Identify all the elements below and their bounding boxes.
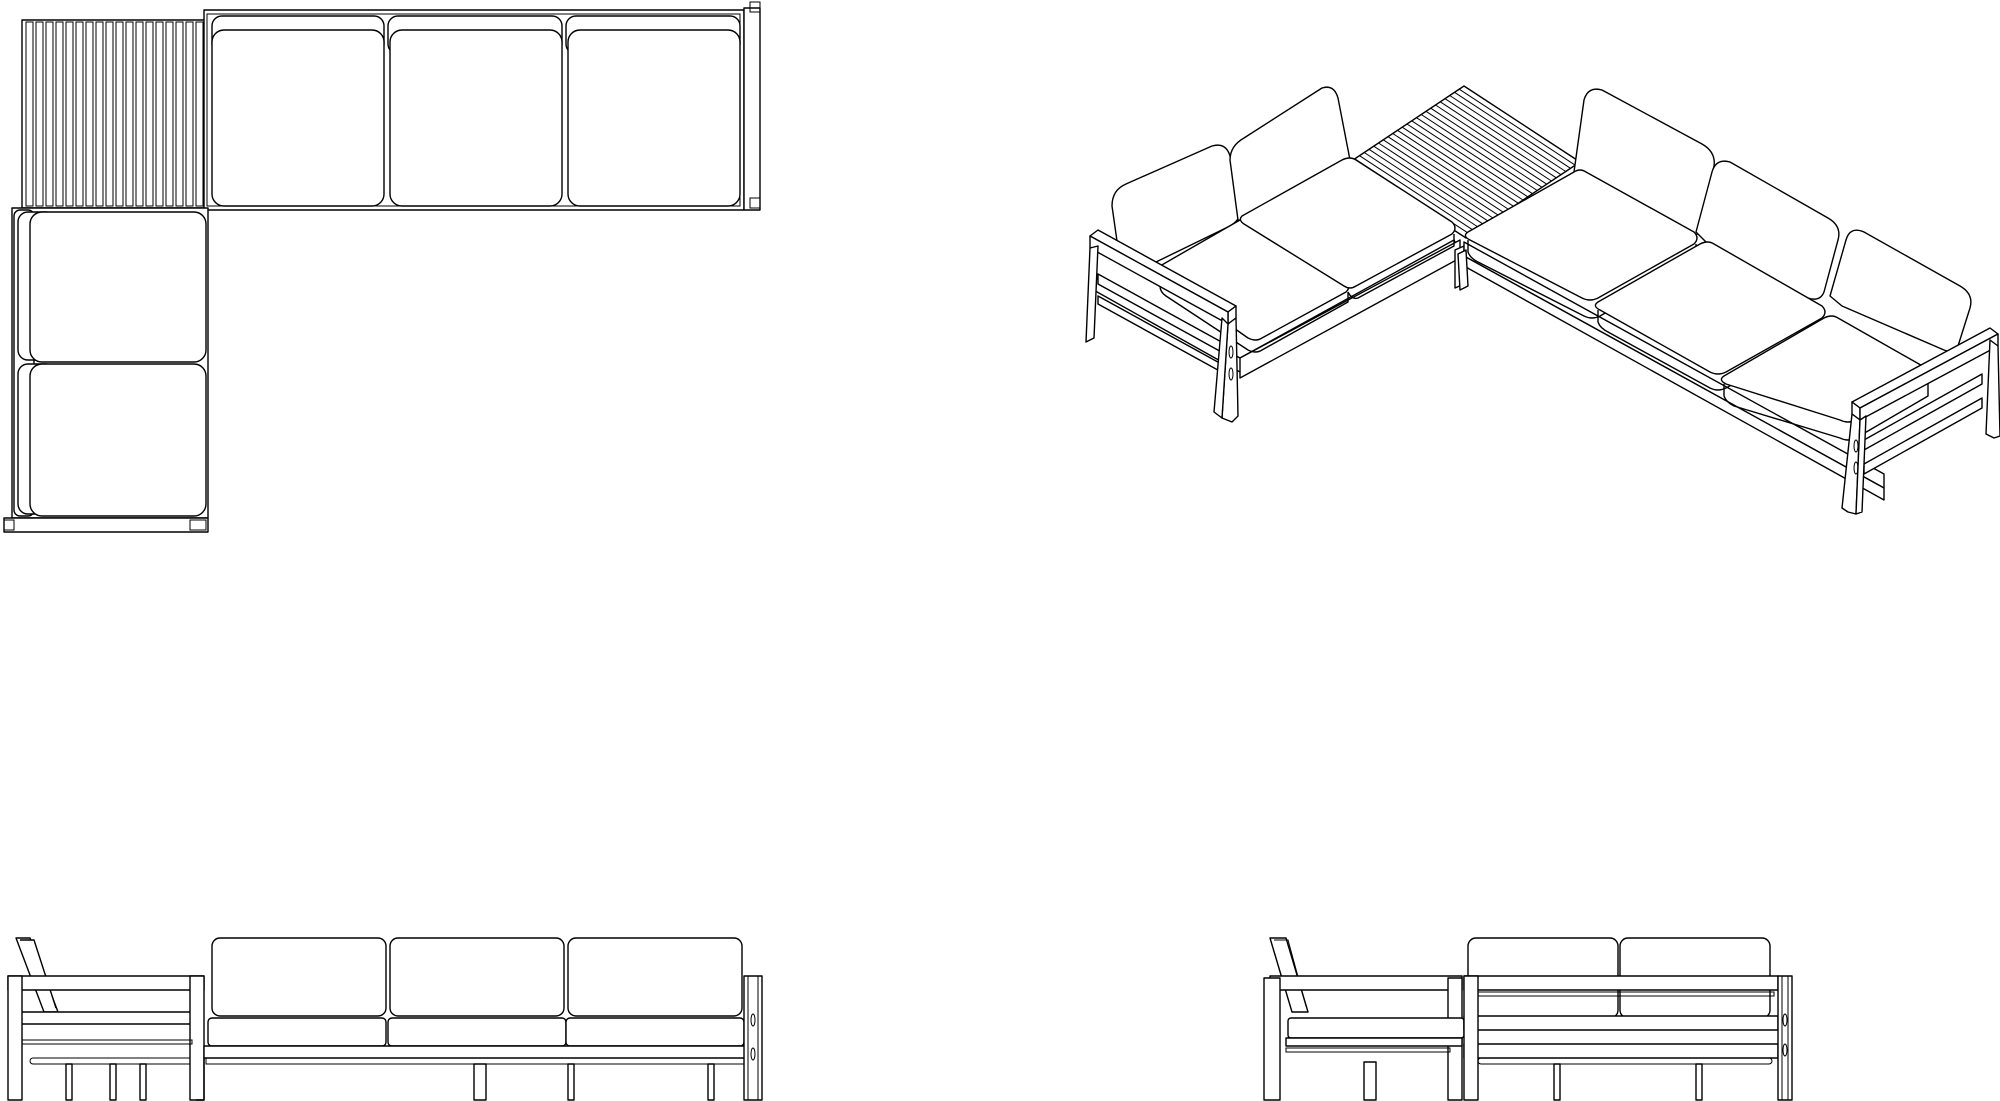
plan-table-slat bbox=[185, 21, 194, 207]
iso-table-slat bbox=[1359, 155, 1476, 233]
iso-table-slat bbox=[1387, 136, 1505, 214]
plan-table-slat bbox=[155, 21, 164, 207]
iso-table-slat bbox=[1454, 91, 1571, 169]
side-left-module bbox=[1263, 937, 1465, 1101]
plan-table-slat bbox=[75, 21, 84, 207]
plan-table-slat bbox=[175, 21, 184, 207]
plan-seat-cushion bbox=[211, 29, 385, 207]
iso-leg bbox=[1841, 413, 1861, 515]
plan-table-slat bbox=[165, 21, 174, 207]
iso-right-section bbox=[1457, 88, 2000, 515]
iso-seat-cushion bbox=[1594, 241, 1826, 375]
iso-table-slat bbox=[1435, 104, 1552, 182]
front-back-cushion bbox=[211, 937, 387, 1017]
iso-back-cushion bbox=[1111, 144, 1241, 263]
plan-table-slat bbox=[55, 21, 64, 207]
plan-short-sofa bbox=[3, 207, 209, 533]
front-leg bbox=[567, 1063, 575, 1101]
iso-back-cushion bbox=[1695, 160, 1840, 300]
front-leg bbox=[139, 1063, 147, 1101]
iso-table-slat bbox=[1439, 101, 1557, 179]
plan-seat-cushion bbox=[29, 211, 207, 363]
front-back-cushion bbox=[389, 937, 565, 1017]
iso-table-slat bbox=[1458, 88, 1576, 166]
front-back-cushion bbox=[567, 937, 743, 1017]
plan-table-slat bbox=[35, 21, 44, 207]
iso-leg bbox=[1457, 249, 1469, 291]
side-leg bbox=[1695, 1063, 1703, 1101]
iso-leg bbox=[1085, 245, 1099, 343]
iso-table-slat bbox=[1411, 120, 1529, 198]
iso-table-slat bbox=[1416, 117, 1533, 195]
front-left-module bbox=[7, 937, 205, 1101]
side-right-module bbox=[1463, 937, 1793, 1101]
plan-seat-cushion bbox=[29, 363, 207, 517]
plan-corner-table bbox=[21, 19, 206, 209]
plan-table-slat bbox=[85, 21, 94, 207]
front-seat-cushion bbox=[565, 1017, 745, 1047]
side-leg bbox=[1363, 1061, 1377, 1101]
iso-seat-cushion bbox=[1239, 157, 1456, 289]
side-elevation bbox=[1263, 937, 1793, 1101]
plan-table-slat bbox=[135, 21, 144, 207]
iso-table-slat bbox=[1378, 142, 1495, 220]
plan-seat-cushion bbox=[567, 29, 741, 207]
plan-long-sofa bbox=[203, 1, 761, 211]
front-seat-cushion bbox=[207, 1017, 387, 1047]
iso-table-slat bbox=[1444, 98, 1562, 176]
iso-table-slat bbox=[1373, 145, 1491, 223]
iso-table-slat bbox=[1382, 139, 1500, 217]
iso-table-slat bbox=[1449, 95, 1567, 172]
plan-table-slat bbox=[25, 21, 34, 207]
plan-table-slat bbox=[195, 21, 204, 207]
front-leg bbox=[109, 1063, 117, 1101]
iso-table-slat bbox=[1368, 148, 1486, 226]
plan-table-slat bbox=[65, 21, 74, 207]
front-leg bbox=[707, 1063, 715, 1101]
iso-table-slat bbox=[1425, 110, 1543, 188]
iso-left-section bbox=[1085, 86, 1465, 423]
iso-table-slat bbox=[1420, 114, 1538, 191]
plan-table-slat bbox=[105, 21, 114, 207]
isometric-view bbox=[1085, 85, 2000, 515]
front-leg bbox=[65, 1063, 73, 1101]
iso-table-slat bbox=[1406, 123, 1524, 201]
iso-corner-table bbox=[1349, 85, 1581, 239]
iso-table-slat bbox=[1430, 107, 1548, 185]
plan-table-slat bbox=[125, 21, 134, 207]
plan-table-slat bbox=[115, 21, 124, 207]
front-leg bbox=[473, 1063, 487, 1101]
iso-leg bbox=[1985, 339, 2000, 439]
iso-seat-cushion bbox=[1464, 169, 1698, 301]
iso-table-slat bbox=[1363, 152, 1481, 229]
iso-table-slat bbox=[1397, 129, 1514, 207]
iso-table-slat bbox=[1392, 133, 1510, 210]
plan-table-slat bbox=[95, 21, 104, 207]
plan-table-slat bbox=[45, 21, 54, 207]
plan-table-slat bbox=[145, 21, 154, 207]
iso-table-slat bbox=[1401, 126, 1519, 204]
front-elevation bbox=[7, 937, 763, 1101]
plan-view bbox=[3, 1, 761, 533]
plan-seat-cushion bbox=[389, 29, 563, 207]
iso-left-arm bbox=[1085, 229, 1239, 423]
iso-right-arm bbox=[1841, 327, 2000, 515]
side-leg bbox=[1553, 1063, 1561, 1101]
front-seat-cushion bbox=[387, 1017, 567, 1047]
front-main-sofa bbox=[196, 937, 763, 1101]
plan-table-slats bbox=[25, 21, 204, 207]
